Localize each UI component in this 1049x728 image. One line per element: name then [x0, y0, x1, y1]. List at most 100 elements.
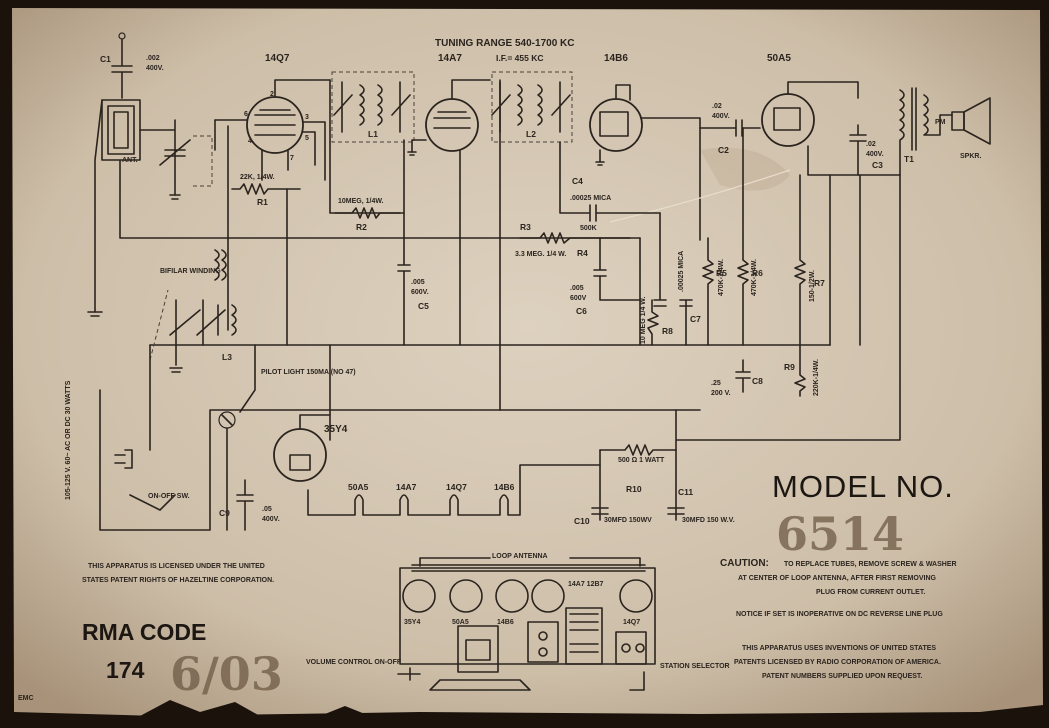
l2-ref: L2	[526, 129, 536, 139]
output-transformer	[899, 87, 953, 176]
if-frequency-label: I.F.= 455 KC	[496, 53, 543, 63]
socket-14q7	[619, 579, 653, 613]
l3-ref: L3	[222, 352, 232, 362]
heater-tube-1: 50A5	[348, 482, 369, 492]
socket-label-50a5: 50A5	[452, 619, 469, 626]
pin-7: 7	[290, 155, 294, 162]
antenna-label: ANT.	[122, 157, 138, 164]
c3-symbol	[849, 124, 867, 176]
r6-value: 470K-1/4W.	[751, 259, 758, 296]
c5-ref: C5	[418, 301, 429, 311]
c9-value: .05	[262, 506, 272, 513]
station-selector-label: STATION SELECTOR	[660, 663, 730, 670]
torn-edge-bottom	[140, 700, 370, 716]
c5-value: .005	[411, 279, 425, 286]
l1-ref: L1	[368, 129, 378, 139]
r1-ref: R1	[257, 197, 268, 207]
r1-symbol	[231, 183, 301, 195]
loop-antenna-label: LOOP ANTENNA	[492, 553, 548, 560]
c9-volt: 400V.	[262, 516, 280, 523]
tube-label-35y4: 35Y4	[324, 424, 348, 435]
maker-mark: EMC	[18, 695, 34, 702]
c1-value: .002	[146, 55, 160, 62]
c2-symbol	[699, 119, 761, 137]
tube-label-50a5: 50A5	[767, 53, 791, 64]
c8-value: .25	[711, 380, 721, 387]
date-stamp: 6/03	[170, 647, 283, 701]
tube-50a5-symbol	[761, 81, 901, 176]
antenna-section	[87, 32, 213, 317]
rma-code-number: 174	[106, 657, 145, 683]
c8-volt: 200 V.	[711, 390, 731, 397]
rca-notice-2: PATENTS LICENSED BY RADIO CORPORATION OF…	[734, 659, 941, 666]
rca-notice-1: THIS APPARATUS USES INVENTIONS OF UNITED…	[742, 645, 936, 652]
c3-volt: 400V.	[866, 151, 884, 158]
c1-ref: C1	[100, 54, 111, 64]
heater-tube-2: 14A7	[396, 482, 417, 492]
l1-transformer	[331, 71, 415, 143]
c4-value: .00025 MICA	[570, 195, 611, 202]
pilot-light-label: PILOT LIGHT 150MA (NO 47)	[261, 369, 356, 376]
c4-ref: C4	[572, 176, 583, 186]
r9-value: 220K-1/4W.	[813, 359, 820, 396]
c10-ref: C10	[574, 516, 590, 526]
c6-ref: C6	[576, 306, 587, 316]
tube-label-14b6: 14B6	[604, 53, 628, 64]
dc-notice: NOTICE IF SET IS INOPERATIVE ON DC REVER…	[736, 611, 943, 618]
socket-50a5	[449, 579, 483, 613]
r10-ref: R10	[626, 484, 642, 494]
r9-ref: R9	[784, 362, 795, 372]
caution-line-3: PLUG FROM CURRENT OUTLET.	[816, 589, 925, 596]
socket-label-14b6: 14B6	[497, 619, 514, 626]
pin-6: 6	[244, 111, 248, 118]
r4-ref: R4	[577, 248, 588, 258]
r1-value: 22K, 1/4W.	[240, 174, 275, 181]
heater-tube-4: 14B6	[494, 482, 515, 492]
pin-2: 2	[270, 91, 274, 98]
r4-value: 500K	[580, 225, 597, 232]
hazeltine-notice-1: THIS APPARATUS IS LICENSED UNDER THE UNI…	[88, 563, 265, 570]
chassis-layout-diagram	[397, 557, 656, 691]
output-transformer-block	[457, 625, 499, 673]
rma-code-label: RMA CODE	[82, 619, 206, 645]
model-number-stamp: 6514	[776, 507, 904, 561]
heater-tube-3: 14Q7	[446, 482, 467, 492]
c8-ref: C8	[752, 376, 763, 386]
r5-ref: R5	[716, 268, 727, 278]
pin-3: 3	[305, 114, 309, 121]
caution-line-2: AT CENTER OF LOOP ANTENNA, AFTER FIRST R…	[738, 575, 937, 582]
pm-label: PM	[935, 119, 946, 126]
c7-value: .00025 MICA	[678, 251, 685, 292]
power-wiring	[99, 174, 901, 531]
r2-ref: R2	[356, 222, 367, 232]
c6-volt: 600V	[570, 295, 587, 302]
tube-14a7-symbol	[407, 79, 491, 156]
r6-ref: R6	[752, 268, 763, 278]
model-label: MODEL NO.	[772, 469, 954, 504]
socket-14a7	[531, 579, 565, 613]
socket-label-14a7: 14A7 12B7	[568, 581, 604, 588]
c3-value: .02	[866, 141, 876, 148]
tube-14q7-symbol	[214, 79, 331, 181]
c7-ref: C7	[690, 314, 701, 324]
volume-control-label: VOLUME CONTROL ON-OFF	[306, 659, 402, 666]
r2-value: 10MEG, 1/4W.	[338, 198, 384, 205]
l3-oscillator-coil	[169, 249, 237, 373]
on-off-switch-label: ON-OFF SW.	[148, 493, 190, 500]
pin-4: 4	[248, 138, 252, 145]
tube-label-14q7: 14Q7	[265, 53, 290, 64]
paper-background	[12, 8, 1043, 716]
r8-value: 10 MEG 1/4 W.	[640, 296, 647, 344]
speaker-icon	[951, 97, 991, 145]
tube-14b6-symbol	[589, 84, 701, 241]
c2-value: .02	[712, 103, 722, 110]
hazeltine-notice-2: STATES PATENT RIGHTS OF HAZELTINE CORPOR…	[82, 577, 274, 584]
c2-volt: 400V.	[712, 113, 730, 120]
r3-value: 3.3 MEG. 1/4 W.	[515, 251, 566, 258]
socket-label-35y4: 35Y4	[404, 619, 420, 626]
rca-notice-3: PATENT NUMBERS SUPPLIED UPON REQUEST.	[762, 673, 922, 680]
r2-symbol	[334, 207, 401, 219]
c10-value: 30MFD 150WV	[604, 517, 652, 524]
power-rating: 105-125 V. 60~ AC OR DC 30 WATTS	[65, 380, 72, 500]
